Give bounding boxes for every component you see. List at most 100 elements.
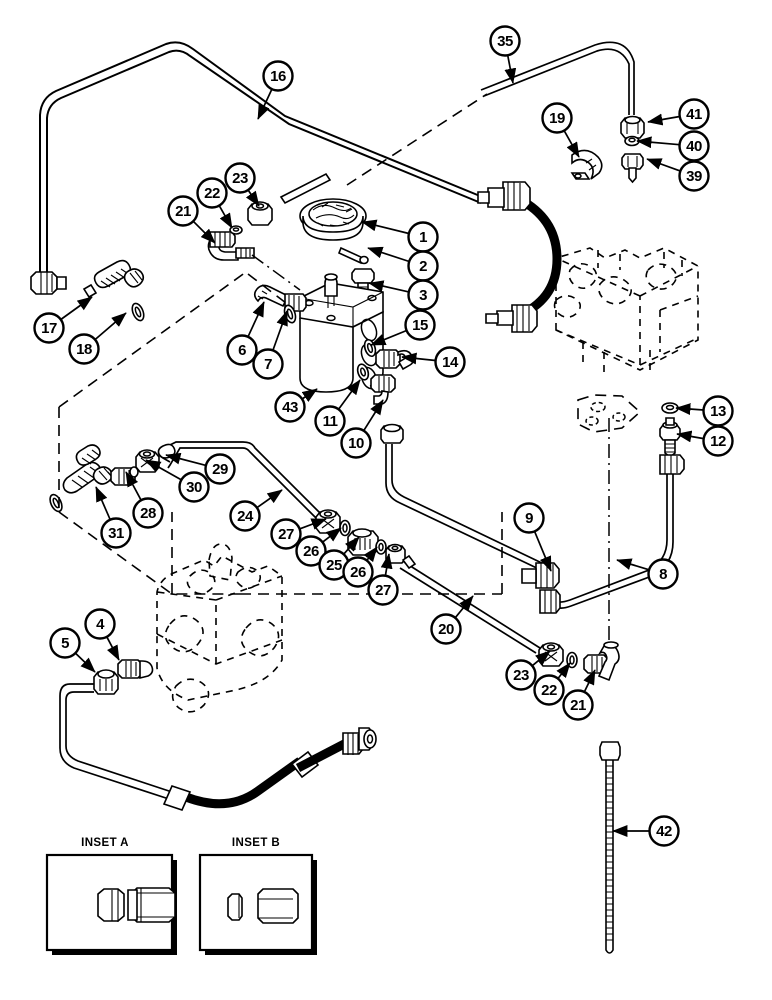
callout-bubble-29[interactable] xyxy=(204,453,236,485)
callout-bubble-12[interactable] xyxy=(702,425,734,457)
callout-bubble-6[interactable] xyxy=(226,334,258,366)
callout-label-28: 28 xyxy=(140,505,156,522)
clamp-19 xyxy=(570,149,603,180)
callout-bubble-19[interactable] xyxy=(541,102,573,134)
callout-bubble-23[interactable] xyxy=(505,659,537,691)
callout-label-14: 14 xyxy=(442,354,459,371)
washer-40 xyxy=(624,135,640,147)
callout-bubble-30[interactable] xyxy=(178,471,210,503)
callout-leader-21 xyxy=(192,220,216,244)
callout-label-3: 3 xyxy=(419,287,427,304)
callout-bubble-28[interactable] xyxy=(132,497,164,529)
tee-fitting-31 xyxy=(49,444,114,513)
callout-bubble-17[interactable] xyxy=(33,312,65,344)
callout-bubble-24[interactable] xyxy=(229,500,261,532)
callout-label-27: 27 xyxy=(278,526,294,543)
callout-bubble-5[interactable] xyxy=(49,627,81,659)
callout-label-15: 15 xyxy=(412,317,428,334)
callout-bubble-15[interactable] xyxy=(404,309,436,341)
callout-leader-11 xyxy=(337,379,361,410)
callout-leader-29 xyxy=(165,452,207,467)
callout-bubble-22[interactable] xyxy=(533,674,565,706)
pin-2 xyxy=(337,246,369,265)
callout-bubble-43[interactable] xyxy=(274,391,306,423)
callout-bubble-35[interactable] xyxy=(489,25,521,57)
callout-bubble-7[interactable] xyxy=(252,348,284,380)
callout-9: 9 xyxy=(513,502,552,572)
callout-35: 35 xyxy=(489,25,521,84)
pin-rod xyxy=(279,172,332,205)
nut-23-upper xyxy=(247,201,273,226)
callout-27: 27 xyxy=(367,553,399,606)
callout-bubble-14[interactable] xyxy=(434,346,466,378)
callout-bubble-20[interactable] xyxy=(430,613,462,645)
callout-leader-21 xyxy=(583,669,596,693)
phantom-line-35 xyxy=(346,93,488,186)
callout-bubble-9[interactable] xyxy=(513,502,545,534)
callout-label-25: 25 xyxy=(326,557,342,574)
inset-a-group xyxy=(45,853,177,955)
callout-bubble-22[interactable] xyxy=(196,177,228,209)
callout-bubble-27[interactable] xyxy=(270,518,302,550)
callout-bubble-8[interactable] xyxy=(647,558,679,590)
callout-leader-6 xyxy=(247,301,265,338)
callout-leader-16 xyxy=(257,88,273,120)
callout-bubble-26[interactable] xyxy=(342,556,374,588)
callout-bubble-39[interactable] xyxy=(678,160,710,192)
callout-3: 3 xyxy=(368,279,439,311)
callout-label-42: 42 xyxy=(656,823,672,840)
callout-26: 26 xyxy=(295,527,342,567)
callout-bubble-21[interactable] xyxy=(562,689,594,721)
callout-label-31: 31 xyxy=(108,525,124,542)
callout-label-29: 29 xyxy=(212,461,228,478)
callout-bubble-3[interactable] xyxy=(407,279,439,311)
callout-label-7: 7 xyxy=(264,356,272,373)
callout-label-4: 4 xyxy=(96,616,105,633)
washer-22-upper xyxy=(229,225,243,235)
callout-leader-5 xyxy=(74,652,96,673)
callout-leader-22 xyxy=(218,205,233,229)
callout-7: 7 xyxy=(252,310,288,380)
callout-31: 31 xyxy=(95,486,132,549)
hose-lower-right xyxy=(295,727,377,772)
callout-leader-26 xyxy=(321,527,342,543)
callout-bubble-18[interactable] xyxy=(68,333,100,365)
fitting-4 xyxy=(117,659,154,680)
callout-leader-23 xyxy=(531,650,551,667)
callout-5: 5 xyxy=(49,627,96,673)
tube-35 xyxy=(480,41,635,115)
callout-22: 22 xyxy=(533,662,571,706)
callout-bubble-31[interactable] xyxy=(100,517,132,549)
nut-5 xyxy=(93,669,119,695)
oring-11 xyxy=(356,363,370,381)
callout-label-5: 5 xyxy=(61,635,69,652)
callout-bubble-16[interactable] xyxy=(262,60,294,92)
elbow-fitting-21-lower xyxy=(583,641,620,682)
callout-39: 39 xyxy=(646,158,710,192)
callout-label-30: 30 xyxy=(186,479,202,496)
callout-bubble-4[interactable] xyxy=(84,608,116,640)
callout-24: 24 xyxy=(229,489,283,532)
callout-label-10: 10 xyxy=(348,435,364,452)
callout-leader-20 xyxy=(454,595,474,619)
callout-label-13: 13 xyxy=(710,403,726,420)
callout-bubble-21[interactable] xyxy=(167,195,199,227)
callout-leader-13 xyxy=(675,403,704,415)
callout-bubble-27[interactable] xyxy=(367,574,399,606)
callout-14: 14 xyxy=(401,346,466,378)
callout-21: 21 xyxy=(562,669,596,721)
callout-bubble-26[interactable] xyxy=(295,535,327,567)
callout-10: 10 xyxy=(340,399,384,459)
callout-label-18: 18 xyxy=(76,341,92,358)
callout-bubble-10[interactable] xyxy=(340,427,372,459)
washer-26-a xyxy=(339,519,351,537)
callout-bubble-42[interactable] xyxy=(648,815,680,847)
callout-bubble-41[interactable] xyxy=(678,98,710,130)
callout-bubble-11[interactable] xyxy=(314,405,346,437)
callout-bubble-23[interactable] xyxy=(224,162,256,194)
callout-11: 11 xyxy=(314,379,361,437)
callout-label-19: 19 xyxy=(549,110,565,127)
callout-label-9: 9 xyxy=(525,510,533,527)
